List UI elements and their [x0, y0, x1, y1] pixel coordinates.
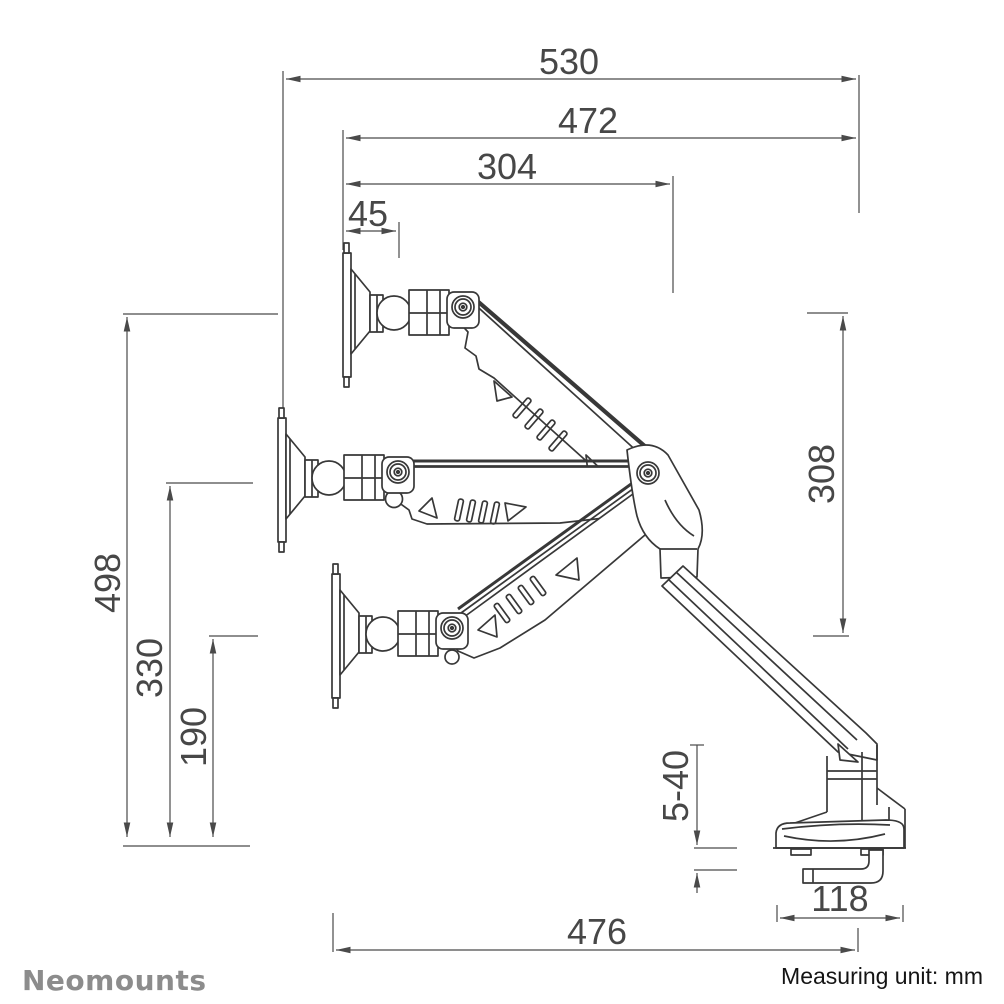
dim-label-472: 472 [558, 100, 618, 141]
dim-label-330: 330 [129, 638, 170, 698]
measuring-unit-note: Measuring unit: mm [781, 963, 983, 989]
dim-label-190: 190 [173, 707, 214, 767]
dim-label-118: 118 [811, 878, 868, 919]
arm-position-middle [384, 459, 648, 525]
elbow-joint [626, 444, 704, 579]
dim-label-476: 476 [567, 911, 627, 952]
dim-label-304: 304 [477, 146, 537, 187]
brand-logo: Neomounts [22, 964, 207, 997]
dim-label-45: 45 [348, 193, 388, 234]
dimension-labels: 530 472 304 45 498 330 190 308 5-40 476 … [87, 41, 869, 952]
vesa-head-top [342, 242, 480, 388]
vesa-head-bottom [331, 563, 469, 709]
dim-label-clamp-range: 5-40 [655, 750, 696, 822]
dimension-lines [123, 71, 904, 954]
dim-label-530: 530 [539, 41, 599, 82]
lower-beam [661, 565, 878, 763]
monitor-arm-drawing [277, 242, 906, 884]
vesa-head-middle [277, 407, 415, 553]
dim-label-308: 308 [801, 444, 842, 504]
desk-clamp [773, 745, 906, 884]
dim-label-498: 498 [87, 553, 128, 613]
